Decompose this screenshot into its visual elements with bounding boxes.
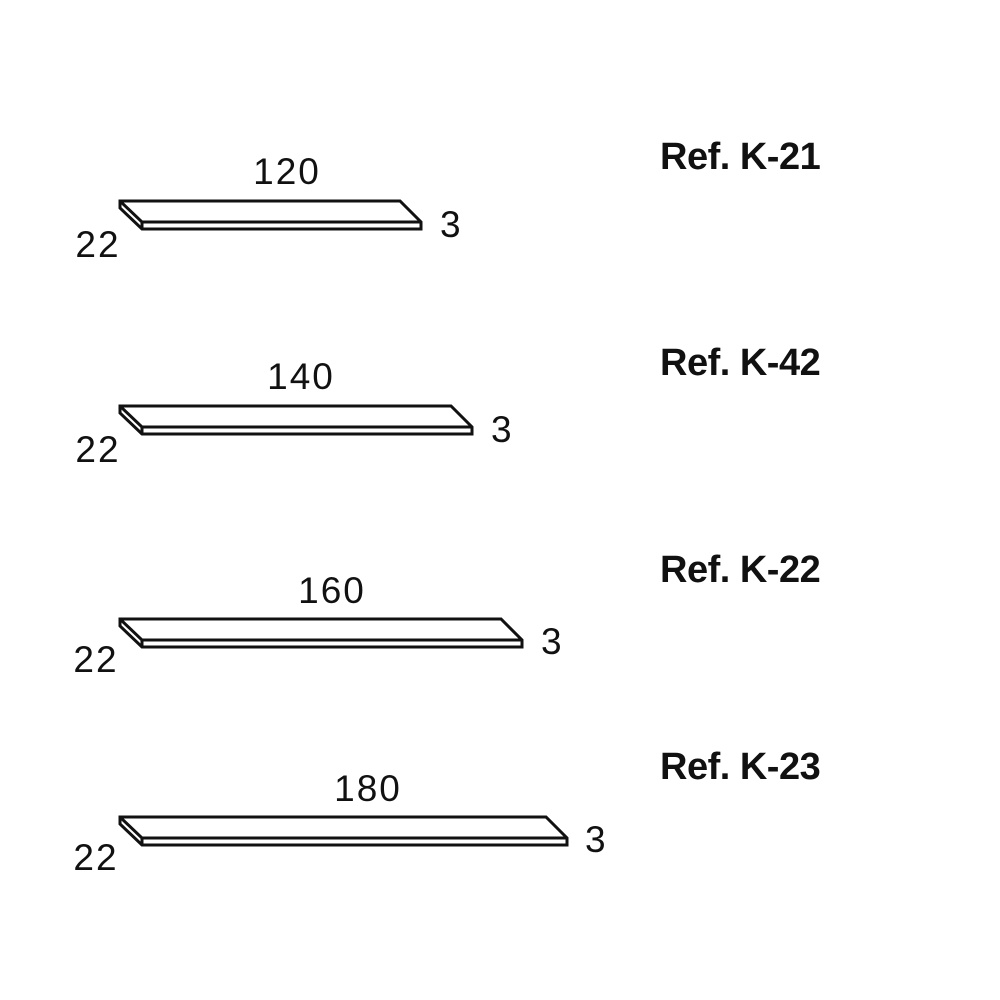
depth-label-k42: 22	[75, 429, 120, 470]
shelf-group-k42: 140 22 3	[75, 356, 514, 470]
length-label-k21: 120	[253, 151, 321, 192]
length-label-k23: 180	[334, 768, 402, 809]
length-label-k42: 140	[267, 356, 335, 397]
thickness-label-k23: 3	[585, 819, 608, 860]
ref-label-k23: Ref. K-23	[660, 746, 821, 788]
shelf-drawing-k21	[118, 199, 423, 231]
depth-label-k23: 22	[73, 837, 118, 878]
depth-label-k21: 22	[75, 224, 120, 265]
length-label-k22: 160	[298, 570, 366, 611]
shelf-drawing-k23	[118, 815, 569, 847]
shelf-drawing-k42	[118, 404, 474, 436]
thickness-label-k22: 3	[541, 621, 564, 662]
thickness-label-k21: 3	[440, 204, 463, 245]
thickness-label-k42: 3	[491, 409, 514, 450]
shelf-group-k21: 120 22 3	[75, 151, 463, 265]
depth-label-k22: 22	[73, 639, 118, 680]
shelf-drawing-k22	[118, 617, 524, 649]
ref-label-k42: Ref. K-42	[660, 342, 821, 384]
ref-label-k22: Ref. K-22	[660, 549, 821, 591]
ref-label-k21: Ref. K-21	[660, 136, 821, 178]
shelf-group-k23: 180 22 3	[73, 768, 608, 878]
shelf-group-k22: 160 22 3	[73, 570, 564, 680]
